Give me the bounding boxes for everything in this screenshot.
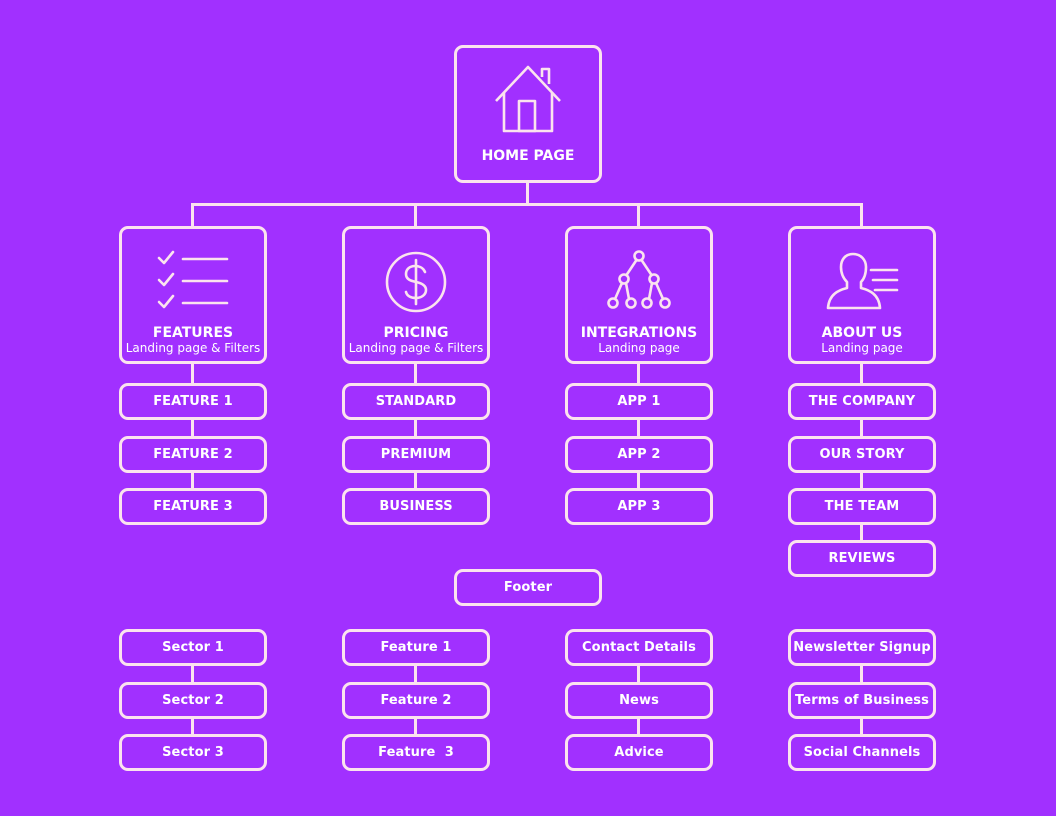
footer-title: Footer [503, 580, 553, 595]
about-us-item[interactable]: OUR STORY [788, 436, 936, 473]
item-label: PREMIUM [380, 447, 452, 462]
item-label: BUSINESS [379, 499, 453, 514]
pricing-item[interactable]: STANDARD [342, 383, 490, 420]
about-us-node[interactable]: ABOUT US Landing page [788, 226, 936, 364]
item-label: FEATURE 1 [153, 394, 233, 409]
footer-item[interactable]: Advice [565, 734, 713, 771]
features-item[interactable]: FEATURE 1 [119, 383, 267, 420]
item-label: THE COMPANY [808, 394, 916, 409]
item-label: APP 2 [617, 447, 661, 462]
item-label: FEATURE 3 [153, 499, 233, 514]
item-label: Newsletter Signup [793, 640, 931, 655]
item-label: Sector 1 [162, 640, 224, 655]
user-list-icon [825, 241, 899, 323]
item-label: FEATURE 2 [153, 447, 233, 462]
features-title: FEATURES [152, 325, 234, 341]
integrations-item[interactable]: APP 3 [565, 488, 713, 525]
footer-node[interactable]: Footer [454, 569, 602, 606]
pricing-subtitle: Landing page & Filters [348, 341, 484, 355]
home-stem [526, 181, 529, 206]
branch-about [860, 203, 863, 229]
item-label: Contact Details [582, 640, 696, 655]
features-item[interactable]: FEATURE 2 [119, 436, 267, 473]
checklist-icon [157, 241, 229, 323]
features-node[interactable]: FEATURES Landing page & Filters [119, 226, 267, 364]
footer-item[interactable]: Terms of Business [788, 682, 936, 719]
item-label: REVIEWS [828, 551, 896, 566]
integrations-item[interactable]: APP 1 [565, 383, 713, 420]
item-label: Advice [614, 745, 664, 760]
item-label: News [619, 693, 659, 708]
pricing-item[interactable]: BUSINESS [342, 488, 490, 525]
footer-item[interactable]: News [565, 682, 713, 719]
integrations-item[interactable]: APP 2 [565, 436, 713, 473]
integrations-node[interactable]: INTEGRATIONS Landing page [565, 226, 713, 364]
pricing-node[interactable]: PRICING Landing page & Filters [342, 226, 490, 364]
integrations-title: INTEGRATIONS [580, 325, 698, 341]
about-us-item[interactable]: THE COMPANY [788, 383, 936, 420]
footer-item[interactable]: Feature 1 [342, 629, 490, 666]
house-icon [492, 62, 564, 136]
column-wire-pricing [414, 361, 417, 509]
column-wire-features [191, 361, 194, 509]
branch-pricing [414, 203, 417, 229]
features-item[interactable]: FEATURE 3 [119, 488, 267, 525]
item-label: Sector 2 [162, 693, 224, 708]
top-bus [191, 203, 863, 206]
features-subtitle: Landing page & Filters [125, 341, 261, 355]
footer-item[interactable]: Sector 3 [119, 734, 267, 771]
about-us-item[interactable]: THE TEAM [788, 488, 936, 525]
item-label: Social Channels [803, 745, 921, 760]
item-label: THE TEAM [824, 499, 900, 514]
footer-item[interactable]: Social Channels [788, 734, 936, 771]
home-page-title: HOME PAGE [481, 148, 575, 164]
pricing-title: PRICING [383, 325, 449, 341]
item-label: APP 3 [617, 499, 661, 514]
item-label: Feature 2 [380, 693, 452, 708]
integrations-subtitle: Landing page [598, 341, 680, 355]
item-label: Sector 3 [162, 745, 224, 760]
branch-features [191, 203, 194, 229]
pricing-item[interactable]: PREMIUM [342, 436, 490, 473]
column-wire-integrations [637, 361, 640, 509]
item-label: Feature 3 [378, 745, 454, 760]
footer-item[interactable]: Feature 2 [342, 682, 490, 719]
item-label: OUR STORY [819, 447, 905, 462]
item-label: STANDARD [375, 394, 457, 409]
item-label: Terms of Business [795, 693, 929, 708]
dollar-icon [384, 241, 448, 323]
footer-item[interactable]: Sector 1 [119, 629, 267, 666]
about-us-subtitle: Landing page [821, 341, 903, 355]
about-us-item[interactable]: REVIEWS [788, 540, 936, 577]
branch-integrations [637, 203, 640, 229]
footer-item[interactable]: Sector 2 [119, 682, 267, 719]
home-page-node[interactable]: HOME PAGE [454, 45, 602, 183]
hierarchy-icon [607, 241, 671, 323]
item-label: Feature 1 [380, 640, 452, 655]
footer-item[interactable]: Feature 3 [342, 734, 490, 771]
about-us-title: ABOUT US [821, 325, 903, 341]
footer-item[interactable]: Newsletter Signup [788, 629, 936, 666]
item-label: APP 1 [617, 394, 661, 409]
footer-item[interactable]: Contact Details [565, 629, 713, 666]
